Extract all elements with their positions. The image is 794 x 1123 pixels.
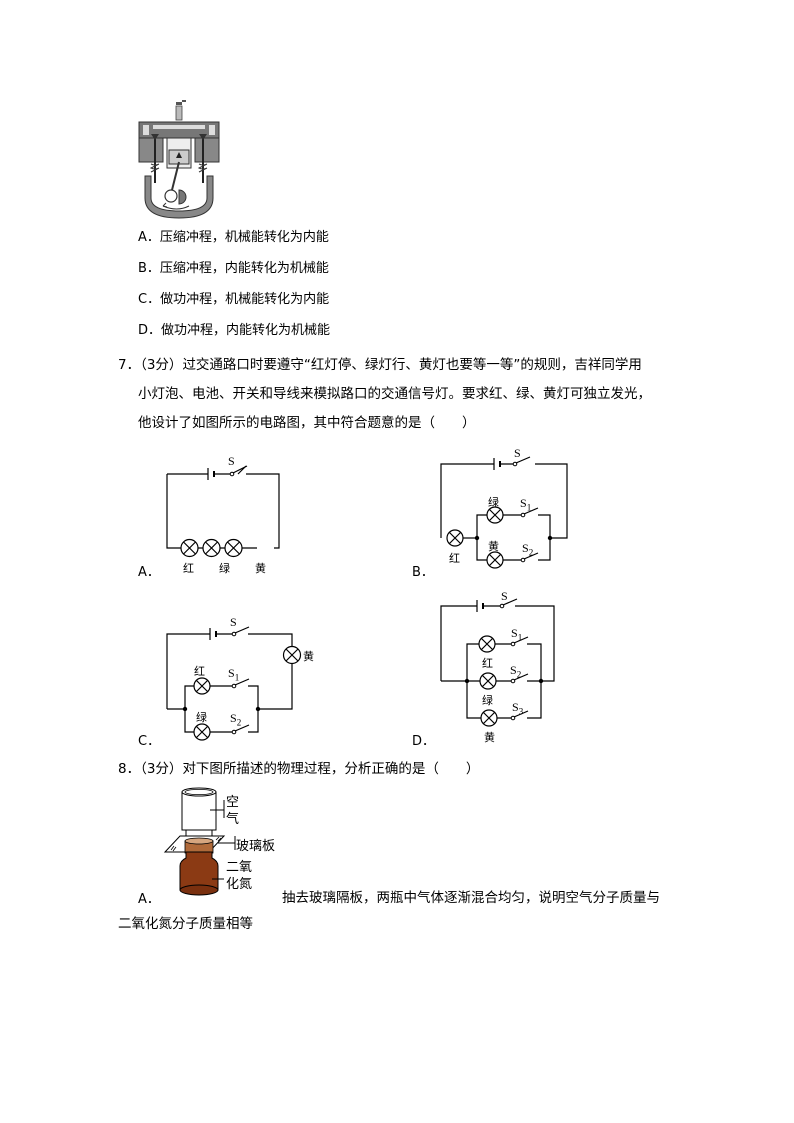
label-no2-1: 二氧 [226,860,253,875]
switch-s-label: S [501,589,508,603]
switch-letter: S [230,711,237,725]
q7-option-d[interactable]: D． [412,734,436,749]
stem-text: 过交通路口时要遵守“红灯停、绿灯行、黄灯也要等一等”的规则，吉祥同学用 [182,357,642,373]
switch-subscript: 2 [236,717,242,728]
lamp-icon [486,551,504,569]
switch-s-label: S [230,615,237,629]
switch-subscript: 3 [518,706,524,717]
switch-s2-label: S2 [510,663,521,679]
lamp-green-label: 绿 [488,496,499,509]
switch-s-label: S [514,446,521,460]
q7-stem-line-1: 7．（3分）过交通路口时要遵守“红灯停、绿灯行、黄灯也要等一等”的规则，吉祥同学… [118,356,642,374]
switch-s-label: S [228,454,235,468]
circuit-c-diagram [166,626,302,741]
q8-option-a-text-line-2: 二氧化氮分子质量相等 [118,916,253,932]
switch-s1-label: S1 [228,666,239,682]
question-score: （3分） [140,761,183,777]
lamp-icon [202,538,221,558]
label-air-1: 空 [226,795,240,810]
switch-subscript: 2 [528,547,534,558]
lamp-icon [193,677,211,695]
lamp-icon [193,723,211,741]
engine-diagram [138,100,220,219]
switch-letter: S [511,626,518,640]
option-letter: A． [138,230,160,245]
q7-stem-line-3: 他设计了如图所示的电路图，其中符合题意的是（ ） [138,415,476,431]
q7-option-b[interactable]: B． [412,565,434,580]
question-number: 7． [118,357,141,373]
option-text: 做功冲程，机械能转化为内能 [160,292,330,307]
switch-subscript: 1 [526,502,532,513]
q8-stem: 8．（3分）对下图所描述的物理过程，分析正确的是（ ） [118,760,479,778]
lamp-icon [224,538,243,558]
switch-s2-label: S2 [522,541,533,557]
lamp-icon [486,506,504,524]
switch-s3-label: S3 [512,700,523,716]
switch-subscript: 2 [516,669,522,680]
lamp-icon [478,635,496,653]
gas-diffusion-bottles-diagram [163,787,236,896]
option-letter: B． [138,261,160,276]
switch-letter: S [520,496,527,510]
switch-subscript: 1 [517,632,523,643]
lamp-yellow-label: 黄 [488,540,499,553]
question-score: （3分） [140,357,183,373]
lamp-icon [480,709,498,727]
switch-s1-label: S1 [520,496,531,512]
label-no2-2: 化氮 [226,877,253,892]
stem-text: 对下图所描述的物理过程，分析正确的是（ ） [182,761,480,777]
switch-letter: S [228,666,235,680]
lamp-icon [282,645,302,665]
question-number: 8． [118,761,141,777]
switch-letter: S [510,663,517,677]
switch-s2-label: S2 [230,711,241,727]
lamp-green-label: 绿 [482,694,493,707]
lamp-red-label: 红 [449,552,460,565]
lamp-icon [180,538,199,558]
switch-letter: S [522,541,529,555]
lamp-yellow-label: 黄 [255,562,266,575]
lamp-icon [446,529,464,547]
lamp-red-label: 红 [194,665,205,678]
q6-option-b[interactable]: B．压缩冲程，内能转化为机械能 [138,261,329,277]
option-text: 压缩冲程，内能转化为机械能 [159,261,329,276]
lamp-icon [479,672,497,690]
circuit-b-diagram [440,456,568,569]
lamp-green-label: 绿 [196,711,207,724]
label-air-2: 气 [226,812,240,827]
q7-option-c[interactable]: C． [138,734,161,749]
q8-option-a[interactable]: A． [138,892,160,907]
switch-letter: S [512,700,519,714]
switch-s1-label: S1 [511,626,522,642]
lamp-red-label: 红 [482,657,493,670]
q7-option-a[interactable]: A． [138,565,160,580]
lamp-green-label: 绿 [219,562,230,575]
q6-option-c[interactable]: C．做功冲程，机械能转化为内能 [138,292,329,308]
q7-stem-line-2: 小灯泡、电池、开关和导线来模拟路口的交通信号灯。要求红、绿、黄灯可独立发光， [138,386,651,402]
circuit-a-diagram [166,465,280,558]
option-letter: C． [138,292,161,307]
switch-subscript: 1 [234,672,240,683]
q8-option-a-text-line-1: 抽去玻璃隔板，两瓶中气体逐渐混合均匀，说明空气分子质量与 [282,890,660,906]
lamp-yellow-label: 黄 [303,650,314,663]
option-text: 做功冲程，内能转化为机械能 [161,323,331,338]
lamp-red-label: 红 [183,562,194,575]
label-glass-plate: 玻璃板 [236,839,276,854]
q6-option-d[interactable]: D．做功冲程，内能转化为机械能 [138,323,330,339]
option-text: 压缩冲程，机械能转化为内能 [159,230,329,245]
circuit-d-diagram [440,598,555,727]
lamp-yellow-label: 黄 [484,731,495,744]
option-letter: D． [138,323,162,338]
q6-option-a[interactable]: A．压缩冲程，机械能转化为内能 [138,230,329,246]
